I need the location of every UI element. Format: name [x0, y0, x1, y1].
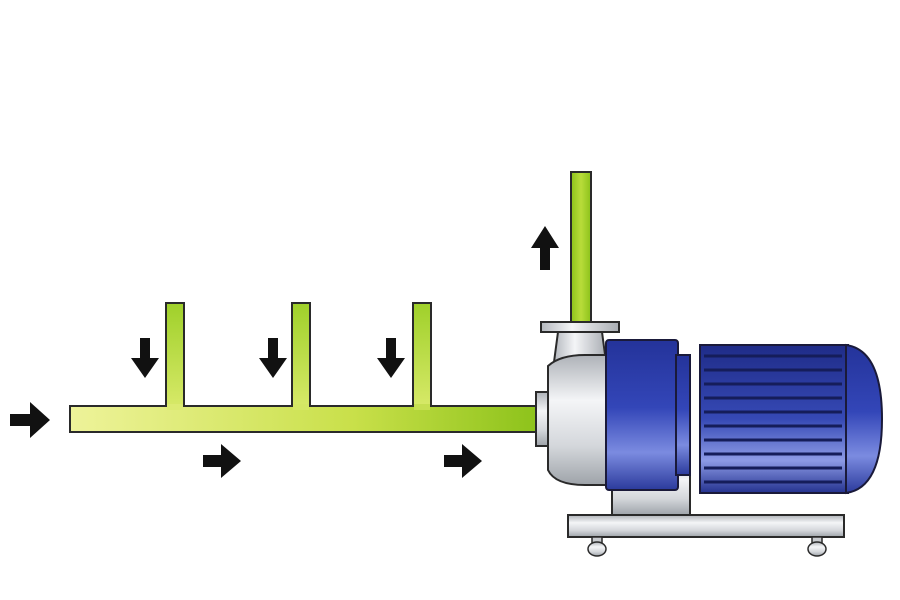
discharge-pipe — [570, 171, 592, 325]
arrow-down-icon — [377, 338, 405, 378]
electric-motor — [699, 343, 884, 495]
branch-pipe-1 — [165, 302, 185, 411]
centrifugal-pump — [535, 321, 884, 557]
motor-fan-cover — [845, 343, 884, 495]
arrow-right-icon — [444, 444, 482, 478]
flow-arrows — [10, 226, 559, 478]
motor-adapter — [605, 339, 679, 491]
arrow-up-icon — [531, 226, 559, 270]
suction-flange — [535, 391, 549, 447]
branch-pipe-3 — [412, 302, 432, 411]
discharge-flange — [540, 321, 620, 333]
branch-pipe-2 — [291, 302, 311, 411]
arrow-right-icon — [203, 444, 241, 478]
pump-foot-left — [587, 536, 607, 557]
pump-base-frame — [567, 514, 845, 538]
arrow-down-icon — [131, 338, 159, 378]
pump-casing — [547, 354, 613, 486]
arrow-down-icon — [259, 338, 287, 378]
pump-foot-right — [807, 536, 827, 557]
arrow-right-icon — [10, 402, 50, 438]
